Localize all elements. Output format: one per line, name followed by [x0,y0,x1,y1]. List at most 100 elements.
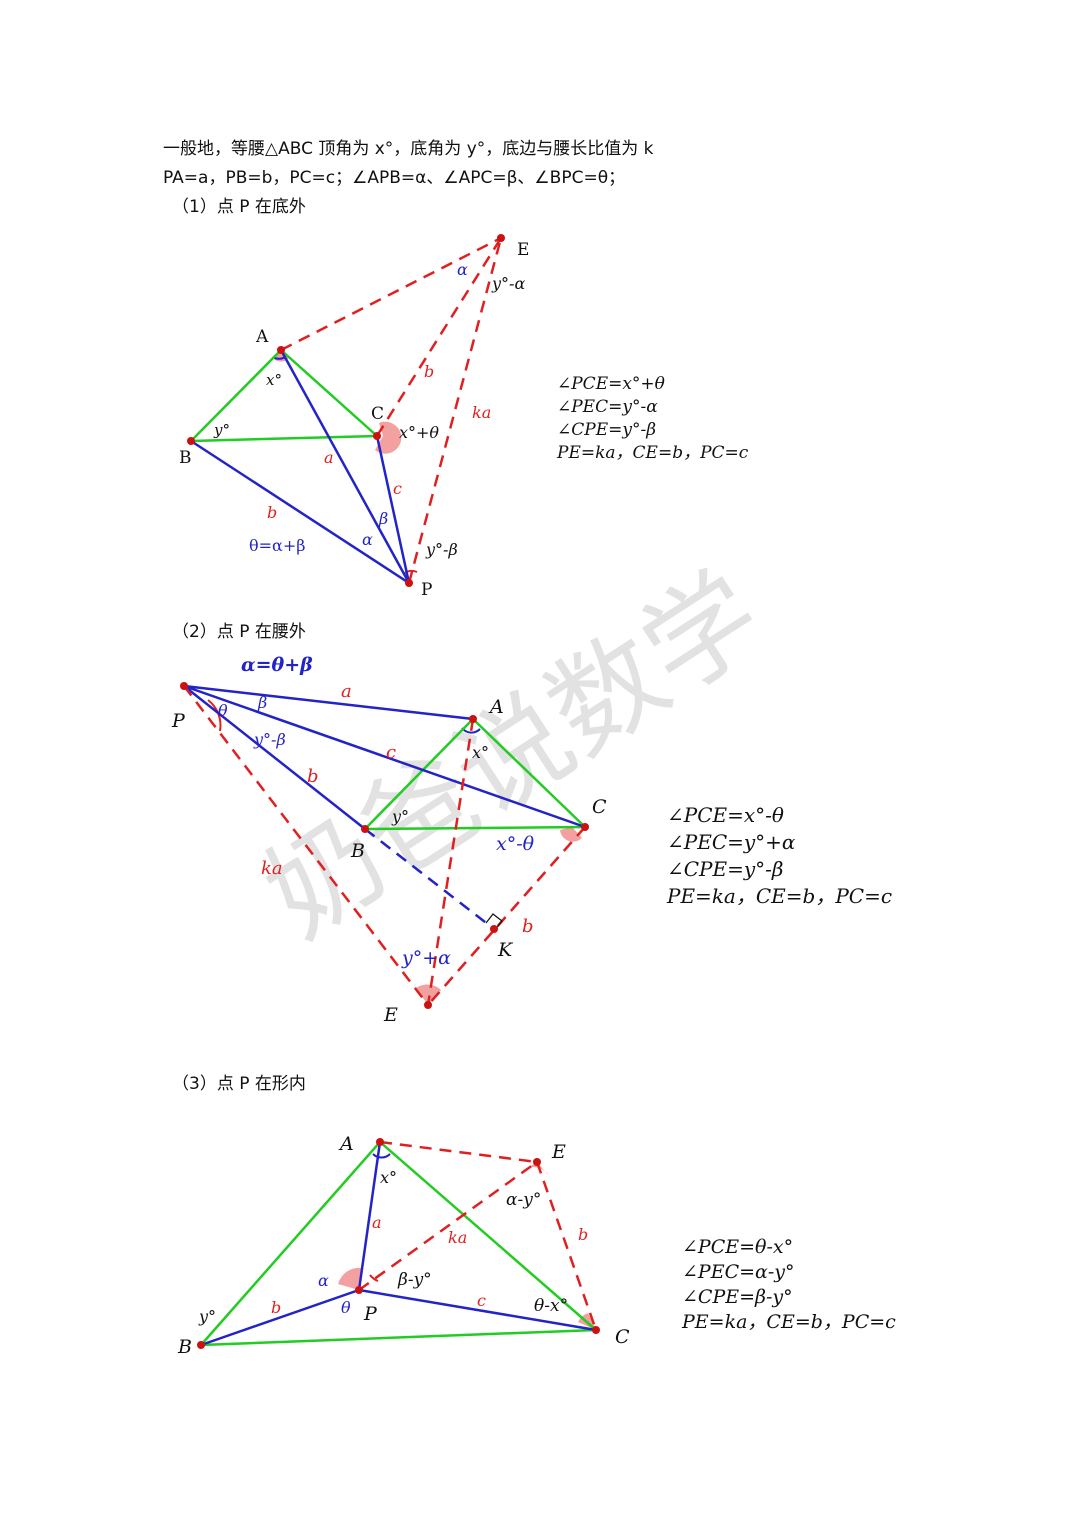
arc-p-mark [404,569,418,574]
label-a: A [338,1133,354,1155]
label-b: B [177,1336,192,1358]
label-theta-minus-x: θ-x° [534,1296,568,1316]
label-y-minus-beta: y°-β [253,730,286,749]
label-theta: θ [218,701,228,720]
label-alpha-eq: α=θ+β [241,654,313,676]
label-ce-b: b [522,916,534,937]
figure-1: A B C P E x° y° x°+θ a b b c ka β α α y°… [179,234,749,600]
segment-ae [426,718,475,1006]
label-k: K [497,939,514,961]
label-a-len: a [372,1213,382,1232]
point-p [405,579,413,587]
point-a [277,346,285,354]
arc-p-fill [338,1267,362,1290]
point-c [592,1326,600,1334]
point-e [424,1001,432,1009]
label-y: y° [198,1307,216,1326]
label-beta: β [257,693,267,712]
eq3-line2: ∠PEC=α-y° [682,1261,795,1283]
segment-pb [200,1288,360,1347]
label-ce-b: b [424,362,434,381]
side-bc [364,825,586,831]
arc-p-mark [369,1274,379,1282]
label-alpha-e: α [457,260,468,279]
eq2-line3: ∠CPE=y°-β [667,857,784,881]
case1-heading: （1）点 P 在底外 [172,197,306,217]
figure-2: P A B C E K α=θ+β θ β y°-β a c b ka b x°… [171,654,892,1026]
point-p [180,682,188,690]
label-a: A [488,696,504,718]
segment-bk [364,828,495,930]
label-x: x° [266,371,282,389]
label-alpha-minus-y: α-y° [506,1190,541,1210]
point-e [497,234,505,242]
intro-line-2: PA=a，PB=b，PC=c；∠APB=α、∠APC=β、∠BPC=θ； [163,168,626,188]
label-b: B [350,840,365,862]
right-angle-mark [485,913,503,931]
arc-e-fill [416,984,441,1005]
segment-pc [375,435,411,584]
label-y: y° [391,807,409,826]
side-ab [364,718,474,830]
side-ac [280,349,378,437]
label-y: y° [213,421,230,439]
case3-heading: （3）点 P 在形内 [172,1074,306,1094]
segment-pe [183,685,429,1006]
eq2-line4: PE=ka，CE=b，PC=c [666,884,892,908]
point-b [197,1341,205,1349]
label-p: P [421,580,432,600]
label-beta-minus-y: β-y° [397,1270,432,1290]
point-a [469,715,477,723]
intro-line-1: 一般地，等腰△ABC 顶角为 x°，底角为 y°，底边与腰长比值为 k [163,139,654,159]
label-e: E [551,1141,566,1163]
label-y-minus-alpha: y°-α [491,274,525,293]
label-beta: β [378,509,388,528]
label-y-minus-beta: y°-β [425,540,458,559]
label-ka: ka [448,1228,467,1247]
label-c: C [592,796,607,818]
segment-pa [357,1141,382,1291]
eq1-line3: ∠CPE=y°-β [557,420,656,440]
label-b: B [179,448,192,468]
label-c-len: c [386,742,396,763]
segment-pb [183,685,366,830]
label-c: C [371,404,384,424]
label-e: E [383,1004,398,1026]
label-c-len: c [393,479,402,498]
side-ac [472,718,586,828]
label-x-minus-theta: x°-θ [496,833,535,855]
point-b [361,825,369,833]
case2-heading: （2）点 P 在腰外 [172,622,306,642]
eq2-line1: ∠PCE=x°-θ [667,803,784,827]
segment-pa [183,684,474,721]
segment-ae [379,1140,538,1164]
label-angle-c: x°+θ [399,423,439,442]
side-bc [190,434,378,443]
point-k [490,925,498,933]
segment-ce [535,1161,598,1331]
arc-a-mark [372,1153,391,1159]
label-a: A [255,327,269,347]
point-c [581,823,589,831]
eq1-line4: PE=ka，CE=b，PC=c [556,443,749,463]
segment-pe [358,1160,538,1292]
point-e [533,1158,541,1166]
segment-pb [190,439,410,585]
label-a-len: a [341,681,352,702]
segment-pc [358,1288,597,1332]
eq1-line1: ∠PCE=x°+θ [557,374,665,394]
label-theta: θ [341,1298,351,1317]
eq3-line1: ∠PCE=θ-x° [682,1236,793,1258]
point-b [187,437,195,445]
label-alpha-p: α [362,530,373,549]
arc-c-fill [560,827,582,842]
point-c [373,432,381,440]
label-a-len: a [324,448,334,467]
eq3-line3: ∠CPE=β-y° [682,1286,793,1308]
side-bc [200,1328,597,1347]
label-b-len: b [307,766,319,787]
label-c: C [615,1326,630,1348]
label-b-len: b [267,503,277,522]
figure-3: A B C P E x° y° a b b c ka α θ β-y° α-y°… [177,1133,896,1358]
